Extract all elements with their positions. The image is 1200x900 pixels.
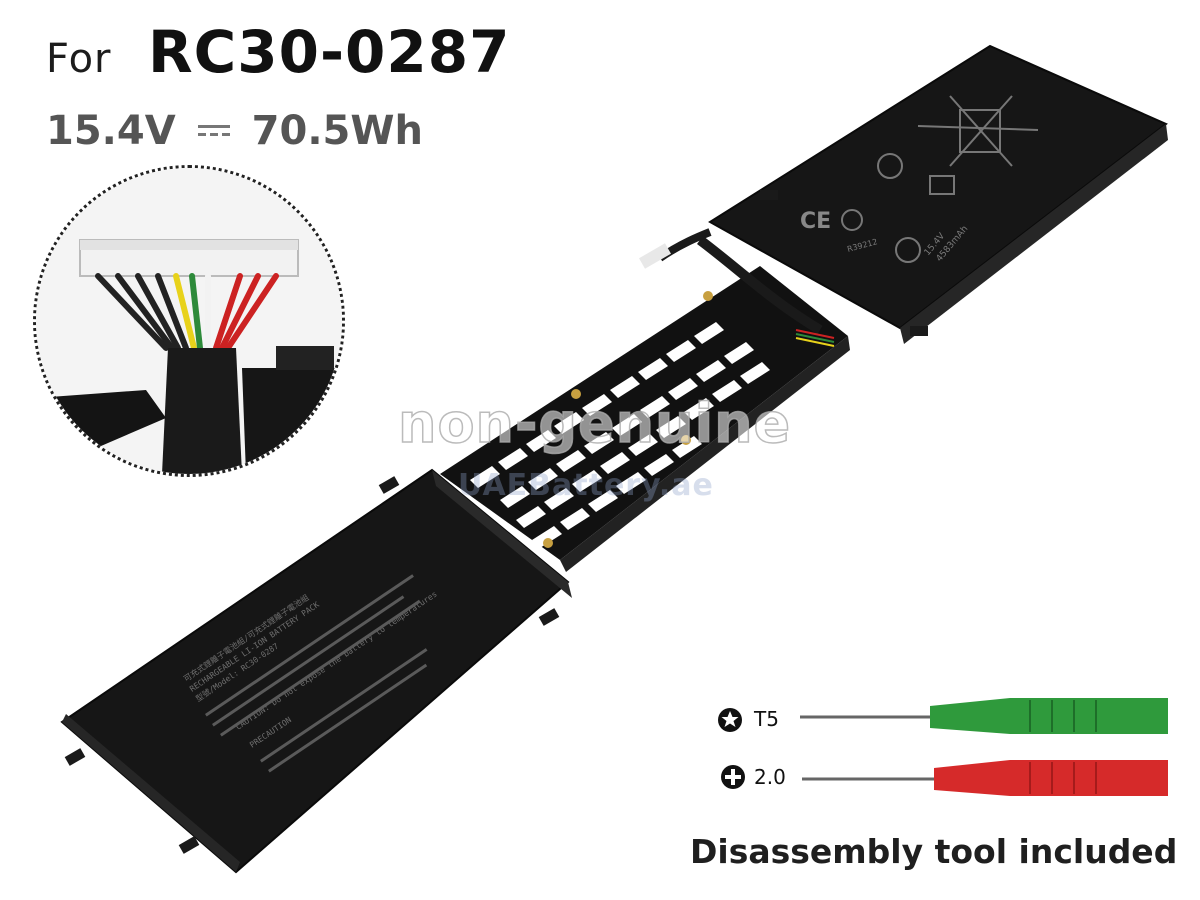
connector-wires [639, 228, 835, 347]
model-number: RC30-0287 [148, 18, 511, 86]
screwdriver-phillips [802, 760, 1168, 796]
tool-label-phillips: 2.0 [754, 765, 786, 789]
watermark-site: UAEBattery.ae [458, 468, 714, 503]
torx-icon [716, 706, 744, 738]
connector-closeup-image [36, 168, 342, 474]
battery-frame [440, 266, 850, 572]
tool-label-t5: T5 [754, 707, 779, 731]
watermark-text: non-genuine [397, 391, 792, 456]
phillips-icon [720, 764, 746, 794]
battery-cell-right: CE 15.4V 4583mAh R39212 [708, 44, 1168, 344]
voltage-value: 15.4V [46, 108, 176, 154]
title-prefix: For [46, 36, 112, 82]
svg-text:CE: CE [800, 209, 831, 234]
connector-closeup [33, 165, 345, 477]
disassembly-caption: Disassembly tool included [690, 832, 1178, 871]
capacity-value: 70.5Wh [251, 108, 423, 154]
dc-symbol-icon [194, 120, 234, 142]
screwdriver-t5 [800, 698, 1168, 734]
battery-cell-left: 可充式鋰離子電池組/可充式鋰離子電池組 RECHARGEABLE LI-ION … [60, 468, 572, 874]
spec-line: 15.4V 70.5Wh [46, 108, 423, 154]
